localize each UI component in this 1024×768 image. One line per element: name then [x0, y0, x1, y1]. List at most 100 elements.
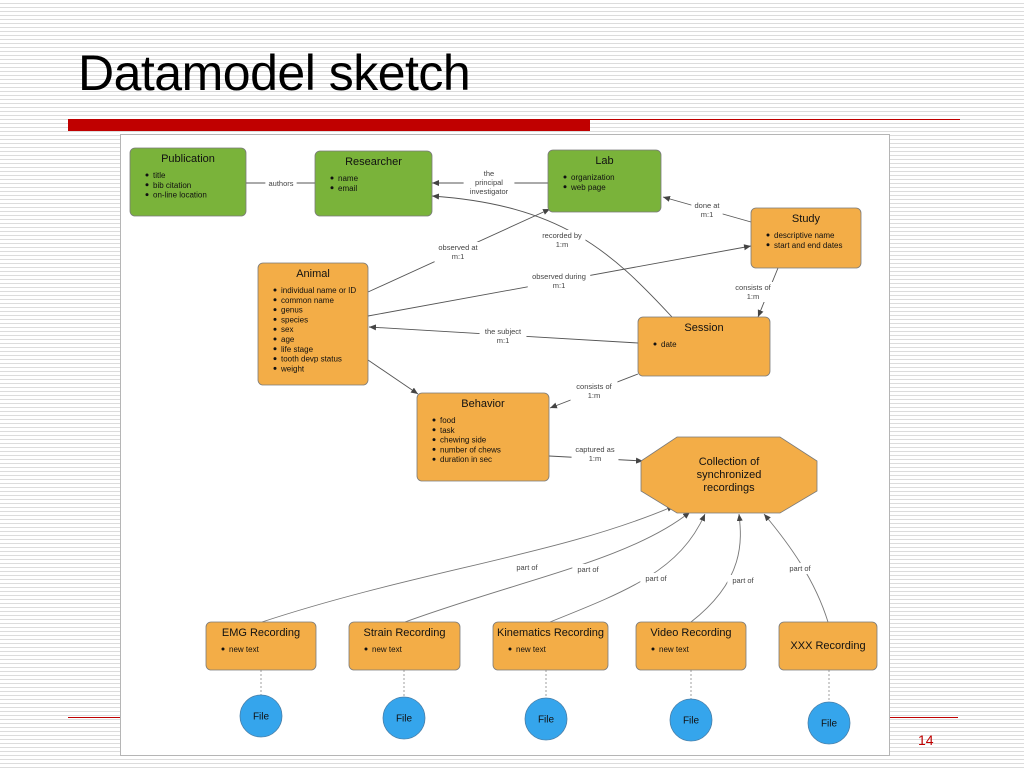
edge-label-text: investigator: [470, 187, 509, 196]
xxx-title: XXX Recording: [790, 640, 865, 652]
edge-label-bg: [571, 444, 619, 464]
animal-box: [257, 262, 369, 386]
file-circle: [524, 697, 568, 741]
bullet: [432, 428, 436, 432]
edge-strain-collection: [404, 511, 691, 623]
behavior-attr: duration in sec: [440, 455, 492, 464]
animal-attr: common name: [281, 296, 334, 305]
animal-attr: life stage: [281, 345, 314, 354]
animal-attr: sex: [281, 325, 293, 334]
edge-label-bg: [784, 563, 816, 574]
edge-label-text: m:1: [701, 210, 714, 219]
file-circle: [382, 696, 426, 740]
file-node[interactable]: File: [669, 698, 713, 742]
bullet: [563, 185, 567, 189]
lab-box: [547, 149, 662, 213]
edge-label-bg: [691, 200, 723, 220]
file-label: File: [396, 714, 413, 725]
edge-label-text: part of: [645, 574, 667, 583]
bullet: [145, 193, 149, 197]
file-node[interactable]: File: [239, 694, 283, 738]
edge-label-captured: captured as1:m: [571, 444, 619, 464]
behavior-attr: chewing side: [440, 436, 487, 445]
bullet: [651, 647, 655, 651]
animal-attr: genus: [281, 306, 303, 315]
edge-label-text: observed during: [532, 272, 586, 281]
edge-label-text: captured as: [575, 445, 614, 454]
publication-attr: title: [153, 171, 166, 180]
animal-attr: weight: [280, 364, 305, 373]
emg-title: EMG Recording: [222, 627, 300, 639]
edge-label-text: recorded by: [542, 231, 582, 240]
strain-box: [348, 621, 461, 671]
behavior-attr: food: [440, 416, 456, 425]
session-title: Session: [684, 322, 723, 334]
animal-attr: individual name or ID: [281, 286, 356, 295]
collection-octagon: [640, 436, 818, 514]
bullet: [273, 347, 277, 351]
edge-label-text: authors: [268, 179, 293, 188]
edge-label-part-of-xxx: part of: [784, 563, 816, 574]
edge-label-part-of-emg: part of: [511, 562, 543, 573]
file-label: File: [683, 716, 700, 727]
kinematics-title: Kinematics Recording: [497, 627, 604, 639]
edges-layer: [246, 180, 830, 702]
edge-label-text: consists of: [576, 382, 612, 391]
publication-box: [129, 147, 247, 217]
bullet: [766, 243, 770, 247]
bullet: [766, 233, 770, 237]
bullet: [273, 288, 277, 292]
file-label: File: [821, 719, 838, 730]
edge-video-collection: [690, 513, 743, 623]
edge-label-text: 1:m: [588, 391, 601, 400]
animal-title: Animal: [296, 268, 330, 280]
footer-rule-left: [68, 717, 120, 718]
edge-label-text: part of: [516, 563, 538, 572]
video-box: [635, 621, 747, 671]
edge-label-bg: [570, 381, 618, 401]
study-title: Study: [792, 213, 821, 225]
edge-label-bg: [463, 168, 515, 197]
edge-label-text: principal: [475, 178, 503, 187]
animal-attr: age: [281, 335, 295, 344]
bullet: [432, 447, 436, 451]
edge-label-bg: [527, 271, 591, 291]
bullet: [330, 186, 334, 190]
video-attr: new text: [659, 645, 690, 654]
edge-emg-collection: [261, 505, 675, 623]
bullet: [563, 175, 567, 179]
lab-title: Lab: [595, 155, 613, 167]
lab-attr: web page: [570, 183, 606, 192]
edge-label-observed-at: observed atm:1: [434, 242, 482, 262]
file-node[interactable]: File: [524, 697, 568, 741]
edge-label-bg: [538, 230, 586, 250]
file-node[interactable]: File: [807, 701, 851, 745]
bullet: [432, 457, 436, 461]
kinematics-box: [492, 621, 609, 671]
xxx-entity[interactable]: XXX Recording: [778, 621, 878, 671]
bullet: [273, 357, 277, 361]
bullet: [364, 647, 368, 651]
edge-label-text: the subject: [485, 327, 522, 336]
strain-attr: new text: [372, 645, 403, 654]
file-circle: [807, 701, 851, 745]
file-node[interactable]: File: [382, 696, 426, 740]
edge-label-part-of-video: part of: [727, 575, 759, 586]
xxx-box: [778, 621, 878, 671]
